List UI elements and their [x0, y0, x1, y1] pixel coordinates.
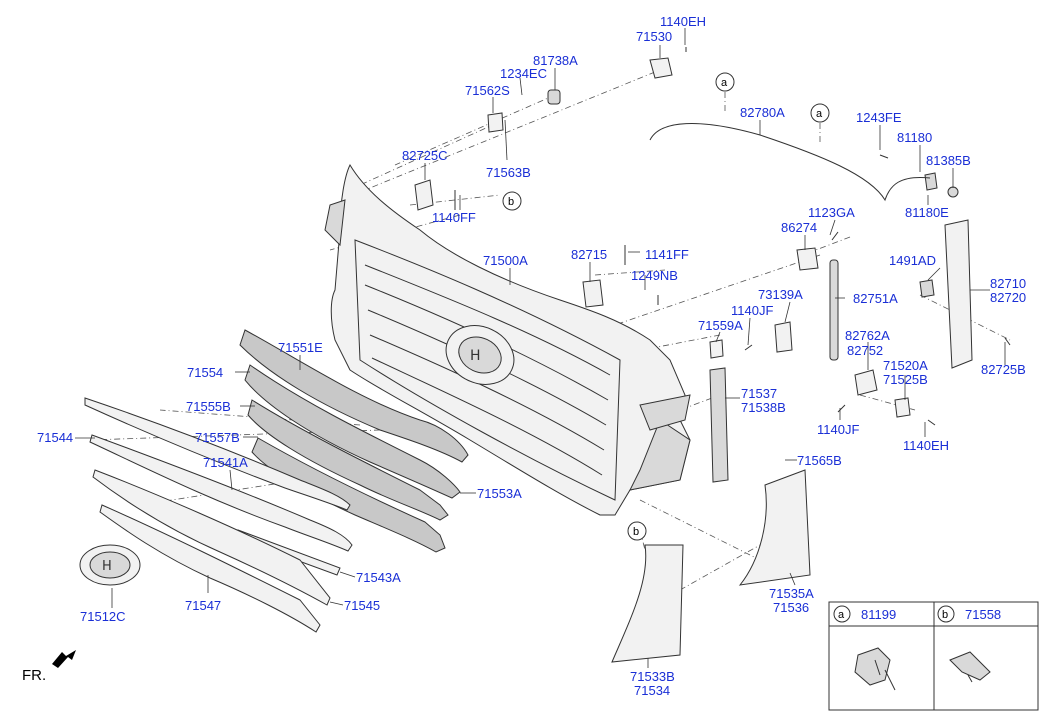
label-82752: 82752	[847, 343, 883, 358]
label-71530: 71530	[636, 29, 672, 44]
callout-b-top: b	[502, 191, 522, 211]
label-71541a: 71541A	[203, 455, 248, 470]
label-71553a: 71553A	[477, 486, 522, 501]
mesh-grille-71551e	[239, 329, 469, 463]
side-cover-71533b	[611, 544, 684, 663]
front-arrow-icon	[52, 650, 76, 668]
label-82780a: 82780A	[740, 105, 785, 120]
callout-a-right: a	[810, 103, 830, 123]
label-71525b: 71525B	[883, 372, 928, 387]
label-1243fe: 1243FE	[856, 110, 902, 125]
label-71512c: 71512C	[80, 609, 126, 624]
label-86274: 86274	[781, 220, 817, 235]
side-bracket-71537	[709, 367, 729, 483]
label-81180: 81180	[897, 130, 932, 145]
legend-b-part: 71558	[965, 607, 1001, 622]
label-71559a: 71559A	[698, 318, 743, 333]
label-71562s: 71562S	[465, 83, 510, 98]
label-71533b: 71533B	[630, 669, 675, 684]
main-grille-71500a: H	[324, 163, 691, 516]
label-82715: 82715	[571, 247, 607, 262]
label-71543a: 71543A	[356, 570, 401, 585]
label-1140ff: 1140FF	[432, 210, 476, 225]
part-labels: 1140EH 71530 81738A 1234EC 71562S 71563B…	[37, 14, 1026, 698]
chrome-strip-71544	[84, 397, 351, 511]
label-71520a: 71520A	[883, 358, 928, 373]
callout-a-right-text: a	[816, 108, 823, 120]
release-cable-82780a	[649, 123, 931, 202]
label-1123ga: 1123GA	[808, 205, 855, 220]
label-1234ec: 1234EC	[500, 66, 547, 81]
legend-a-letter: a	[838, 609, 845, 621]
label-71551e: 71551E	[278, 340, 323, 355]
callout-a-top-text: a	[721, 77, 728, 89]
label-71565b: 71565B	[797, 453, 842, 468]
label-71535a: 71535A	[769, 586, 814, 601]
label-71545: 71545	[344, 598, 380, 613]
side-panel-71535a	[738, 469, 811, 586]
label-1141ff: 1141FF	[645, 247, 689, 262]
label-71536: 71536	[773, 600, 809, 615]
label-71557b: 71557B	[195, 430, 240, 445]
label-82710: 82710	[990, 276, 1026, 291]
label-1140eh-top: 1140EH	[660, 14, 706, 29]
mesh-grille-71557b	[247, 399, 449, 521]
label-71537: 71537	[741, 386, 777, 401]
label-71534: 71534	[634, 683, 670, 698]
label-1491ad: 1491AD	[889, 253, 936, 268]
chrome-strip-71545	[92, 469, 331, 606]
callout-b-bottom: b	[627, 521, 647, 541]
callout-a-top: a	[715, 72, 735, 92]
label-71547: 71547	[185, 598, 221, 613]
label-82725c: 82725C	[402, 148, 448, 163]
label-71563b: 71563B	[486, 165, 531, 180]
label-1140jf-top: 1140JF	[731, 303, 773, 318]
svg-text:H: H	[470, 348, 481, 364]
callout-b-top-text: b	[508, 196, 514, 208]
label-71544: 71544	[37, 430, 73, 445]
label-73139a: 73139A	[758, 287, 803, 302]
label-71554: 71554	[187, 365, 223, 380]
legend-b-letter: b	[942, 609, 948, 621]
leader-lines	[75, 28, 1006, 668]
front-direction-indicator: FR.	[22, 650, 76, 684]
label-1140eh-bot: 1140EH	[903, 438, 949, 453]
clip-81199-illustration	[854, 647, 896, 691]
chrome-strip-71547	[99, 504, 321, 633]
label-82762a: 82762A	[845, 328, 890, 343]
hardware-parts	[414, 47, 1011, 426]
label-71500a: 71500A	[483, 253, 528, 268]
label-82725b: 82725B	[981, 362, 1026, 377]
legend-a-part: 81199	[861, 607, 896, 622]
label-81180e: 81180E	[905, 205, 949, 220]
side-trim-82710	[944, 219, 973, 369]
label-71538b: 71538B	[741, 400, 786, 415]
callout-b-bottom-text: b	[633, 526, 639, 538]
clip-71558-illustration	[949, 651, 991, 683]
fr-label: FR.	[22, 667, 46, 684]
mesh-grille-71555b	[244, 364, 461, 499]
chrome-strip-71541a	[89, 434, 353, 552]
emblem-71512c: H	[79, 544, 141, 586]
label-1140jf-bot: 1140JF	[817, 422, 859, 437]
label-1249nb: 1249NB	[631, 268, 678, 283]
svg-text:H: H	[102, 559, 112, 574]
label-82751a: 82751A	[853, 291, 898, 306]
label-71555b: 71555B	[186, 399, 231, 414]
label-82720: 82720	[990, 290, 1026, 305]
label-81738a: 81738A	[533, 53, 578, 68]
parts-legend-table: a 81199 b 71558	[828, 601, 1039, 711]
label-81385b: 81385B	[926, 153, 971, 168]
